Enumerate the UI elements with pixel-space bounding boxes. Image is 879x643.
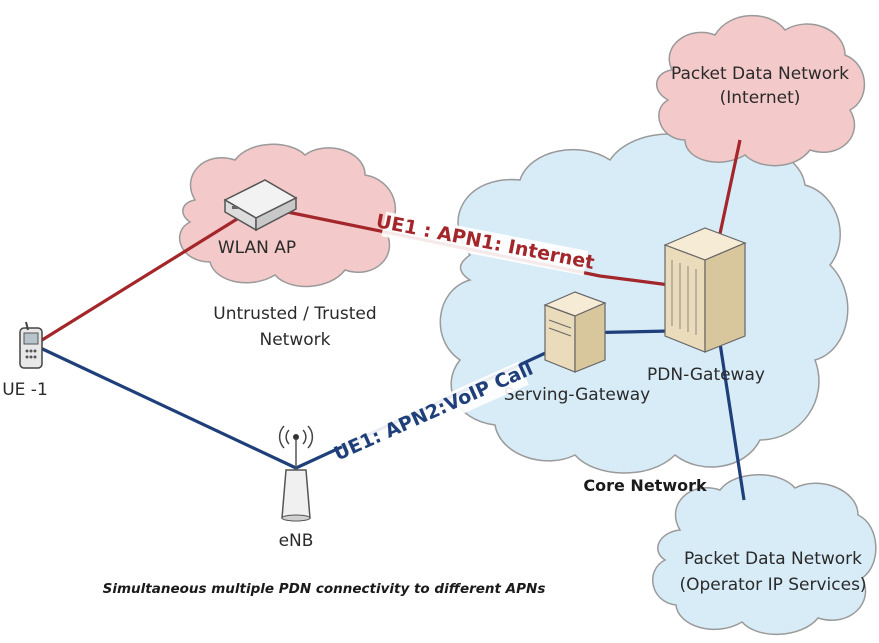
server-rack-icon [663, 227, 747, 353]
enb-label: eNB [279, 531, 314, 551]
wlan-cloud [179, 143, 396, 288]
diagram-caption: Simultaneous multiple PDN connectivity t… [103, 581, 546, 597]
server-icon [543, 291, 607, 373]
untrusted-network-label-line1: Untrusted / Trusted [213, 304, 376, 324]
pdn-gateway-label: PDN-Gateway [647, 365, 765, 385]
pdn-internet-cloud: Packet Data Network (Internet) [656, 14, 866, 167]
ue-label: UE -1 [2, 380, 48, 400]
pdn-internet-label-line1: Packet Data Network [671, 64, 849, 84]
untrusted-network-label-line2: Network [260, 330, 331, 350]
pdn-internet-label-line2: (Internet) [720, 88, 801, 108]
mobile-phone-icon [19, 321, 43, 369]
pdn-operator-label-line1: Packet Data Network [684, 549, 862, 569]
cell-tower-icon [278, 425, 314, 522]
wlan-ap-label: WLAN AP [218, 238, 296, 258]
serving-gateway-label: Serving-Gateway [504, 385, 650, 405]
pdn-operator-label-line2: (Operator IP Services) [679, 575, 866, 595]
core-network-cloud [439, 133, 849, 474]
core-network-label: Core Network [583, 476, 707, 495]
pdn-operator-cloud: Packet Data Network (Operator IP Service… [652, 474, 877, 635]
wifi-router-icon [223, 179, 298, 232]
